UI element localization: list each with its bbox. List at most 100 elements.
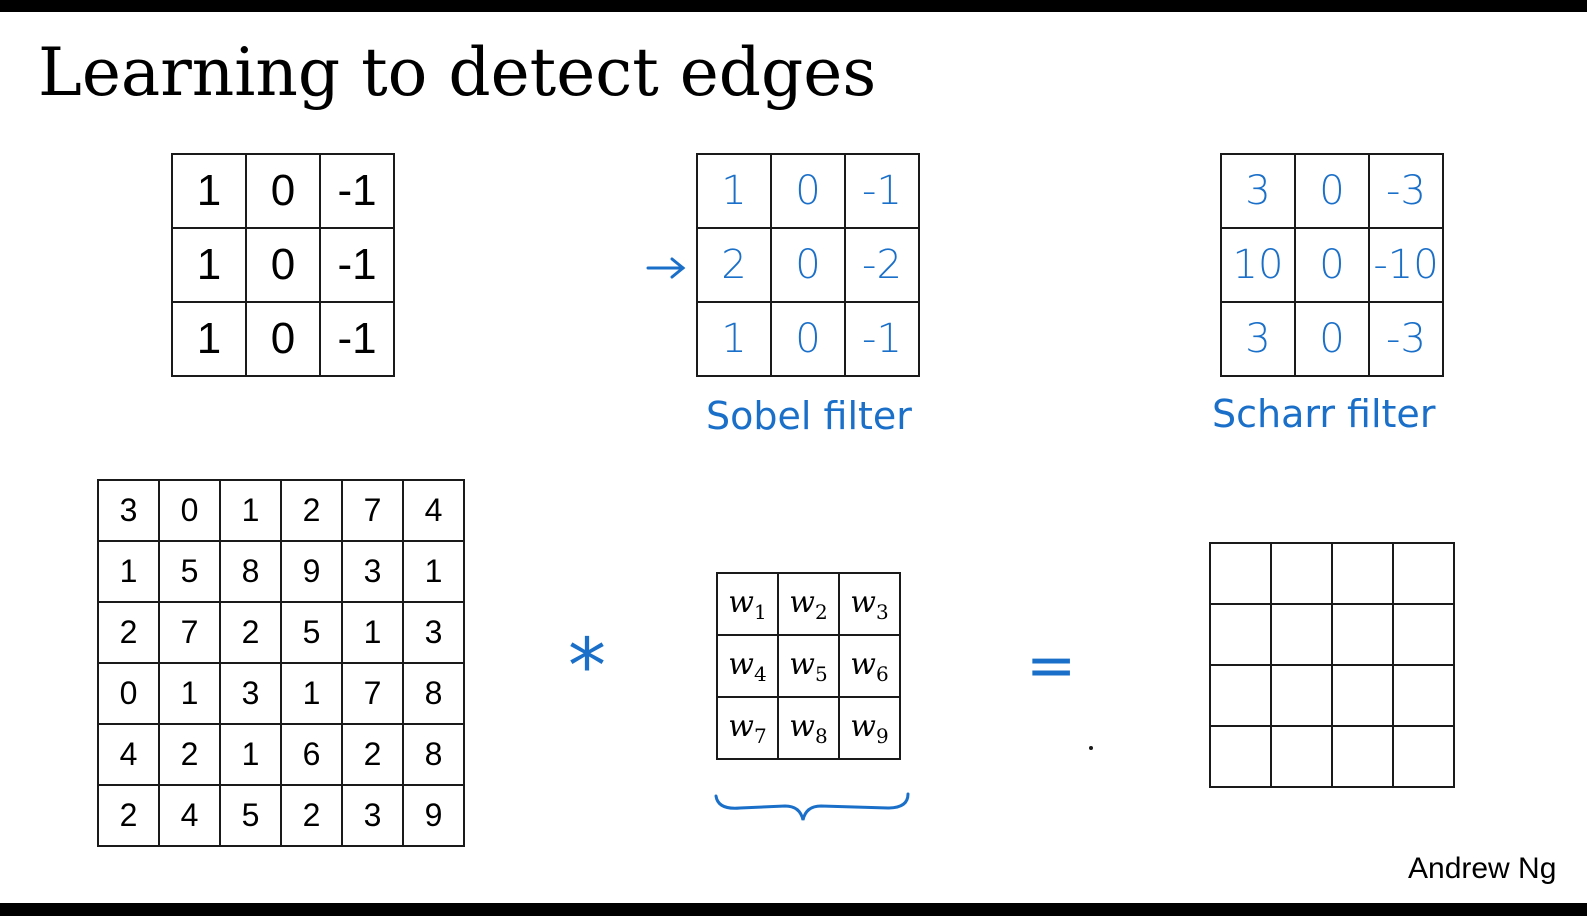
arrow-icon (646, 257, 686, 279)
filter-cell: -1 (319, 227, 395, 303)
top-bar (0, 0, 1587, 12)
output-cell (1331, 725, 1394, 788)
image-cell: 8 (219, 540, 282, 603)
image-cell: 0 (158, 479, 221, 542)
output-cell (1209, 603, 1272, 666)
sobel-cell: 1 (696, 301, 772, 377)
author-name: Andrew Ng (1408, 852, 1557, 885)
sobel-cell: 1 (696, 153, 772, 229)
scharr-filter-label: Scharr filter (1212, 392, 1436, 436)
output-cell (1392, 603, 1455, 666)
sobel-cell: 0 (770, 227, 846, 303)
bottom-bar (0, 903, 1587, 916)
image-cell: 1 (402, 540, 465, 603)
weight-cell: w3 (838, 572, 901, 636)
output-cell (1392, 664, 1455, 727)
filter-cell: 1 (171, 301, 247, 377)
sobel-cell: -1 (844, 153, 920, 229)
image-cell: 2 (158, 723, 221, 786)
image-cell: 2 (219, 601, 282, 664)
equals-operator: = (1026, 631, 1077, 701)
image-cell: 8 (402, 662, 465, 725)
filter-cell: -1 (319, 153, 395, 229)
scharr-cell: 3 (1220, 153, 1296, 229)
output-cell (1209, 542, 1272, 605)
output-grid (1209, 542, 1455, 788)
image-cell: 9 (402, 784, 465, 847)
sobel-cell: -1 (844, 301, 920, 377)
scharr-cell: 3 (1220, 301, 1296, 377)
image-cell: 1 (219, 723, 282, 786)
image-cell: 4 (402, 479, 465, 542)
convolution-operator: * (568, 621, 606, 710)
image-cell: 5 (219, 784, 282, 847)
sobel-filter: 1 0 -1 2 0 -2 1 0 -1 (696, 153, 920, 377)
weight-cell: w7 (716, 696, 779, 760)
slide-title: Learning to detect edges (38, 34, 877, 111)
scharr-cell: -3 (1368, 301, 1444, 377)
weight-cell: w8 (777, 696, 840, 760)
image-cell: 3 (97, 479, 160, 542)
image-cell: 1 (97, 540, 160, 603)
image-cell: 3 (341, 540, 404, 603)
image-cell: 1 (341, 601, 404, 664)
output-cell (1392, 542, 1455, 605)
scharr-cell: 0 (1294, 227, 1370, 303)
curly-brace-icon (714, 792, 910, 821)
sobel-cell: 2 (696, 227, 772, 303)
image-cell: 3 (402, 601, 465, 664)
image-cell: 3 (341, 784, 404, 847)
image-cell: 1 (280, 662, 343, 725)
dot-mark (1089, 746, 1093, 750)
weight-cell: w6 (838, 634, 901, 698)
sobel-filter-label: Sobel filter (706, 394, 912, 438)
output-cell (1331, 664, 1394, 727)
image-cell: 1 (219, 479, 282, 542)
filter-cell: 0 (245, 301, 321, 377)
vertical-edge-filter: 1 0 -1 1 0 -1 1 0 -1 (171, 153, 395, 377)
image-cell: 3 (219, 662, 282, 725)
sobel-cell: 0 (770, 301, 846, 377)
scharr-cell: -10 (1368, 227, 1444, 303)
image-cell: 4 (97, 723, 160, 786)
image-cell: 8 (402, 723, 465, 786)
sobel-cell: -2 (844, 227, 920, 303)
filter-cell: 1 (171, 153, 247, 229)
scharr-filter: 3 0 -3 10 0 -10 3 0 -3 (1220, 153, 1444, 377)
filter-cell: 0 (245, 153, 321, 229)
image-cell: 2 (280, 784, 343, 847)
scharr-cell: -3 (1368, 153, 1444, 229)
image-cell: 5 (280, 601, 343, 664)
image-cell: 1 (158, 662, 221, 725)
output-cell (1209, 664, 1272, 727)
image-cell: 7 (341, 662, 404, 725)
filter-cell: 0 (245, 227, 321, 303)
output-cell (1270, 542, 1333, 605)
filter-cell: -1 (319, 301, 395, 377)
sobel-cell: 0 (770, 153, 846, 229)
filter-cell: 1 (171, 227, 247, 303)
learned-weights-filter: w1 w2 w3 w4 w5 w6 w7 w8 w9 (716, 572, 901, 760)
image-cell: 2 (341, 723, 404, 786)
image-cell: 7 (341, 479, 404, 542)
input-image-grid: 3 0 1 2 7 4 1 5 8 9 3 1 2 7 2 5 1 3 0 1 … (97, 479, 465, 847)
image-cell: 0 (97, 662, 160, 725)
output-cell (1209, 725, 1272, 788)
image-cell: 6 (280, 723, 343, 786)
weight-cell: w1 (716, 572, 779, 636)
scharr-cell: 10 (1220, 227, 1296, 303)
output-cell (1270, 603, 1333, 666)
image-cell: 7 (158, 601, 221, 664)
image-cell: 2 (280, 479, 343, 542)
output-cell (1331, 542, 1394, 605)
image-cell: 9 (280, 540, 343, 603)
output-cell (1392, 725, 1455, 788)
image-cell: 2 (97, 784, 160, 847)
output-cell (1270, 664, 1333, 727)
image-cell: 4 (158, 784, 221, 847)
scharr-cell: 0 (1294, 301, 1370, 377)
weight-cell: w5 (777, 634, 840, 698)
weight-cell: w2 (777, 572, 840, 636)
image-cell: 2 (97, 601, 160, 664)
